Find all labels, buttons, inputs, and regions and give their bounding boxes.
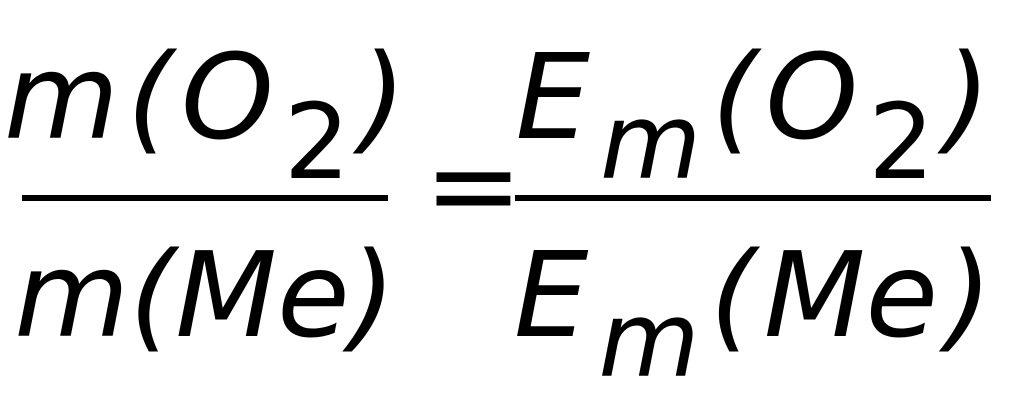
subscript-m: m [600, 81, 702, 203]
metal-symbol: Me [763, 226, 939, 364]
close-paren: ) [360, 28, 407, 166]
energy-symbol: E [513, 226, 589, 364]
open-paren: ( [126, 28, 173, 166]
subscript-m: m [598, 279, 700, 401]
right-numerator: E m ( O 2 ) [515, 28, 991, 194]
mass-symbol: m [3, 28, 119, 166]
oxygen-symbol: O [180, 28, 274, 166]
left-fraction: m ( O 2 ) m(Me) [4, 0, 406, 402]
equals-sign: = [424, 116, 523, 254]
subscript-2: 2 [283, 81, 351, 203]
right-fraction: E m ( O 2 ) E m ( Me ) [513, 0, 993, 402]
fraction-bar-left [22, 195, 388, 201]
open-paren: ( [711, 28, 758, 166]
subscript-2: 2 [868, 81, 935, 203]
energy-symbol: E [515, 28, 591, 166]
left-numerator: m ( O 2 ) [4, 28, 406, 194]
close-paren: ) [946, 226, 993, 364]
close-paren: ) [944, 28, 991, 166]
fraction-bar-right [515, 195, 991, 201]
left-denominator-row: m(Me) [14, 236, 395, 354]
oxygen-symbol: O [765, 28, 859, 166]
left-denominator: m(Me) [14, 226, 396, 364]
right-denominator: E m ( Me ) [513, 226, 993, 392]
open-paren: ( [709, 226, 756, 364]
